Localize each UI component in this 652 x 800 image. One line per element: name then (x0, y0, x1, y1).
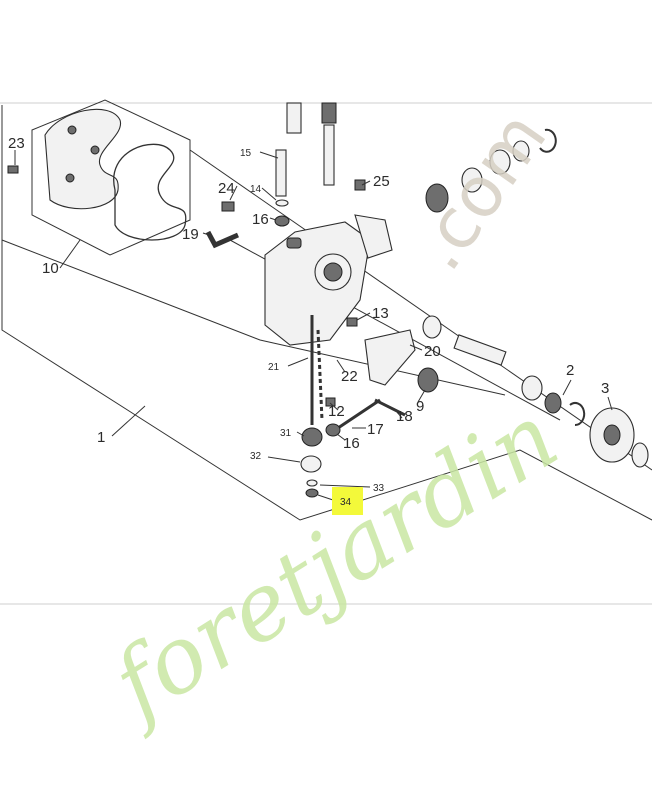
key-13 (346, 317, 358, 327)
gear-9 (417, 367, 439, 393)
bolt-23 (7, 165, 19, 174)
label-17: 17 (367, 421, 384, 438)
bevel-gear-20-top (425, 183, 449, 213)
nut-16b (325, 423, 341, 437)
label-9: 9 (416, 398, 424, 415)
watermark-dotcom: .com (397, 97, 563, 285)
seal-lower-left (422, 315, 442, 339)
label-22: 22 (341, 368, 358, 385)
housing-arm (354, 214, 393, 259)
label-18: 18 (396, 408, 413, 425)
flange-3-hub (603, 424, 621, 446)
filler-plug (321, 102, 337, 124)
chain-links (316, 329, 324, 421)
cover-plate (44, 108, 122, 210)
gasket-box (31, 99, 191, 256)
housing-plug (286, 237, 302, 249)
nut-16a (274, 215, 290, 227)
shaft-15 (275, 149, 287, 197)
hose-19 (205, 230, 239, 249)
label-10: 10 (42, 260, 59, 277)
gear-31 (301, 427, 323, 447)
pin-18 (374, 398, 406, 417)
assembly-outline (1, 105, 652, 521)
bearing-2 (521, 375, 543, 401)
leader-lines (14, 150, 613, 501)
lever-20 (364, 329, 416, 386)
label-12: 12 (328, 403, 345, 420)
label-33: 33 (373, 483, 385, 494)
cover-bolt-2 (90, 145, 100, 155)
label-34: 34 (340, 497, 352, 508)
bearing-top-2 (489, 149, 511, 175)
circlip-top (539, 128, 557, 153)
label-15: 15 (240, 148, 252, 159)
label-23: 23 (8, 135, 25, 152)
seal-2 (544, 392, 562, 414)
bolt-24 (221, 201, 235, 212)
bearing-top (461, 167, 483, 193)
cover-bolt-3 (65, 173, 75, 183)
bushing-32 (300, 455, 322, 473)
label-32: 32 (250, 451, 262, 462)
pin-17 (334, 398, 381, 432)
filler-stem (323, 124, 335, 186)
pinion-shaft (453, 334, 507, 366)
label-19: 19 (182, 226, 199, 243)
gasket (113, 143, 187, 241)
label-24: 24 (218, 180, 235, 197)
washer-34 (305, 488, 319, 498)
watermark-foretjardin: foretjardin (90, 383, 576, 742)
washer-33 (306, 479, 318, 487)
label-31: 31 (280, 428, 292, 439)
label-20: 20 (424, 343, 441, 360)
label-14: 14 (250, 184, 262, 195)
end-cap (631, 442, 649, 468)
cover-bolt-1 (67, 125, 77, 135)
label-2: 2 (566, 362, 574, 379)
housing-bore-inner (323, 262, 343, 282)
gearbox-housing (264, 221, 371, 346)
seal-top (512, 140, 530, 162)
bolt-25 (354, 179, 366, 191)
key-12 (325, 397, 336, 407)
label-1: 1 (97, 429, 105, 446)
highlight-34 (332, 487, 363, 515)
label-16a: 16 (252, 211, 269, 228)
label-25: 25 (373, 173, 390, 190)
circlip-2 (569, 402, 586, 427)
axis-line-a (189, 149, 652, 471)
label-16b: 16 (343, 435, 360, 452)
breather-top (286, 102, 302, 134)
label-21: 21 (268, 362, 280, 373)
washer-14 (275, 199, 289, 207)
label-13: 13 (372, 305, 389, 322)
label-3: 3 (601, 380, 609, 397)
